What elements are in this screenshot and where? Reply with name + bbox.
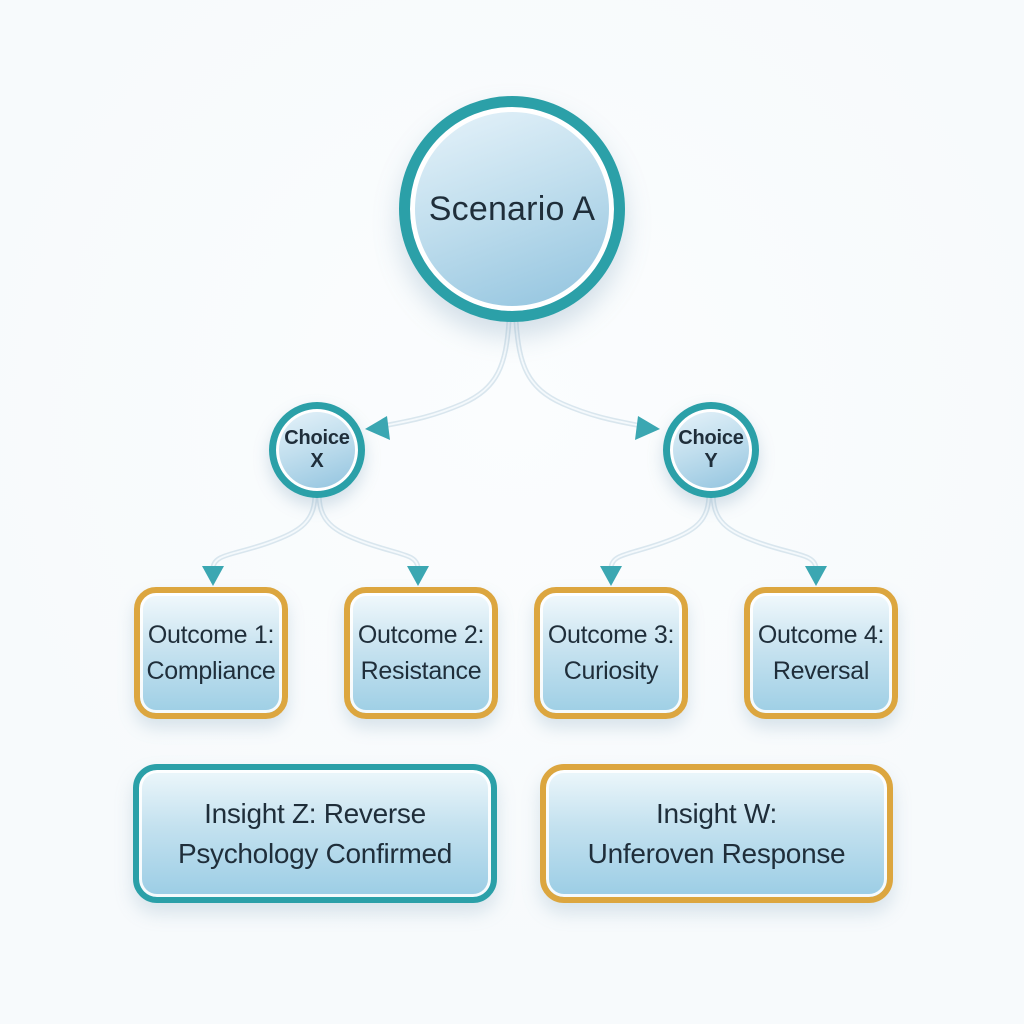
outcome-4-subtitle: Reversal	[772, 657, 870, 685]
insight-w-line2: Unferoven Response	[587, 837, 846, 869]
node-choice-x: Choice X	[269, 402, 365, 498]
outcome-2-subtitle: Resistance	[360, 657, 482, 685]
outcome-1-subtitle: Compliance	[146, 657, 276, 685]
edge-choice-y-to-outcome-4-highlight	[712, 492, 817, 569]
arrowhead-into-outcome-4-icon	[805, 566, 827, 586]
node-outcome-1-compliance: Outcome 1: Compliance	[134, 587, 288, 719]
arrowhead-into-choice-x-icon	[365, 416, 390, 440]
edge-choice-x-to-outcome-1	[210, 490, 318, 571]
arrowhead-into-outcome-1-icon	[202, 566, 224, 586]
outcome-2-title: Outcome 2:	[357, 621, 485, 649]
arrowhead-into-outcome-3-icon	[600, 566, 622, 586]
outcome-1-title: Outcome 1:	[147, 621, 275, 649]
outcome-3-title: Outcome 3:	[547, 621, 675, 649]
outcome-3-subtitle: Curiosity	[563, 657, 659, 685]
node-choice-x-label: Choice X	[284, 427, 350, 472]
insight-w-line1: Insight W:	[656, 797, 777, 829]
node-choice-y: Choice Y	[663, 402, 759, 498]
arrowhead-into-choice-y-icon	[635, 416, 660, 440]
node-outcome-3-curiosity: Outcome 3: Curiosity	[534, 587, 688, 719]
node-scenario-a: Scenario A	[399, 96, 625, 322]
edge-root-to-choice-y-highlight	[515, 320, 647, 428]
node-insight-z: Insight Z: Reverse Psychology Confirmed	[133, 764, 497, 903]
node-insight-w: Insight W: Unferoven Response	[540, 764, 893, 903]
edge-choice-x-to-outcome-2-highlight	[318, 492, 419, 569]
edge-choice-y-to-outcome-4	[710, 490, 819, 571]
node-scenario-a-label: Scenario A	[428, 189, 596, 228]
edge-choice-y-to-outcome-3	[608, 490, 712, 571]
outcome-4-title: Outcome 4:	[757, 621, 885, 649]
node-outcome-2-resistance: Outcome 2: Resistance	[344, 587, 498, 719]
insight-z-line1: Insight Z: Reverse	[204, 797, 426, 829]
node-choice-y-label: Choice Y	[678, 427, 744, 472]
insight-z-line2: Psychology Confirmed	[177, 837, 453, 869]
node-outcome-4-reversal: Outcome 4: Reversal	[744, 587, 898, 719]
arrowhead-into-outcome-2-icon	[407, 566, 429, 586]
edge-choice-y-to-outcome-3-highlight	[610, 492, 710, 569]
edge-choice-x-to-outcome-1-highlight	[212, 492, 316, 569]
edge-choice-x-to-outcome-2	[316, 490, 421, 571]
edge-root-to-choice-x-highlight	[378, 320, 510, 428]
